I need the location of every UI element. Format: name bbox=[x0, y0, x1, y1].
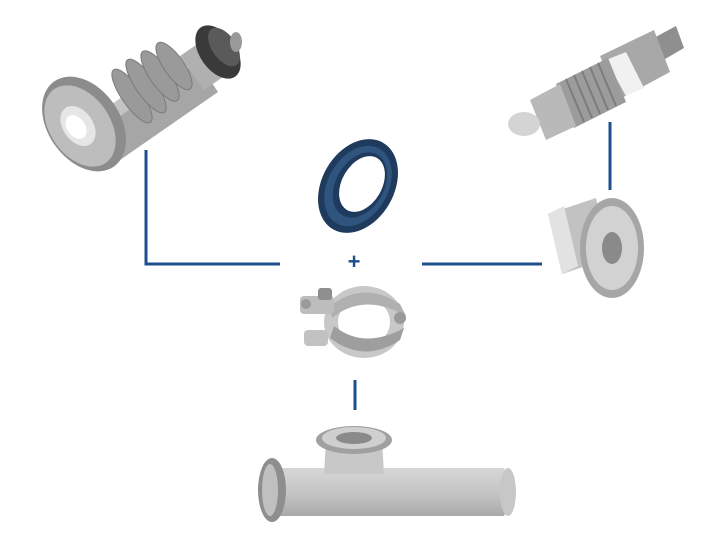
weld-ferrule-icon bbox=[548, 198, 644, 298]
threaded-sensor-icon bbox=[508, 26, 684, 140]
connector-lines bbox=[144, 122, 612, 410]
clamp-icon bbox=[300, 286, 406, 358]
tee-pipe-icon bbox=[258, 426, 516, 522]
sensor-probe-icon bbox=[42, 25, 242, 172]
connector-probe bbox=[144, 150, 280, 266]
gasket-icon bbox=[318, 139, 398, 233]
plus-symbol: + bbox=[347, 249, 361, 274]
